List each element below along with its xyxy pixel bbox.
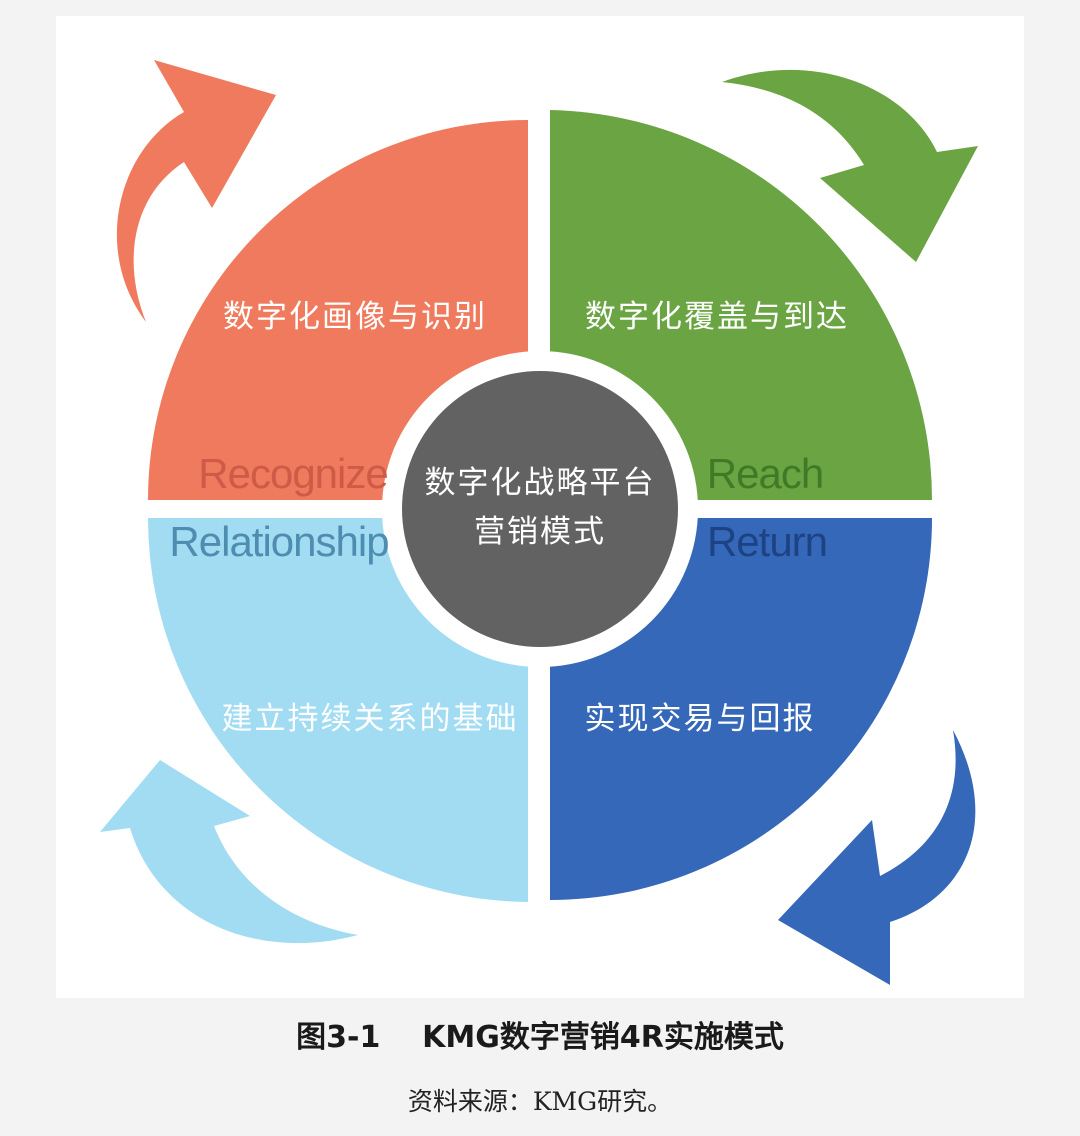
center-title-line2: 营销模式 <box>474 514 606 550</box>
figure-caption: 图3-1 KMG数字营销4R实施模式 <box>296 1020 784 1055</box>
relationship-word: Relationship <box>169 518 388 565</box>
figure-source: 资料来源：KMG研究。 <box>407 1087 673 1116</box>
relationship-label: 建立持续关系的基础 <box>222 701 519 737</box>
return-label: 实现交易与回报 <box>585 701 816 737</box>
curved-arrow-icon <box>100 760 358 944</box>
diagram-4r: 数字化画像与识别 数字化覆盖与到达 建立持续关系的基础 实现交易与回报 Reco… <box>100 60 978 985</box>
recognize-label: 数字化画像与识别 <box>223 299 487 335</box>
recognize-word: Recognize <box>198 450 387 497</box>
curved-arrow-icon <box>722 69 978 262</box>
curved-arrow-icon <box>778 730 976 985</box>
center-title-line1: 数字化战略平台 <box>425 465 656 501</box>
return-word: Return <box>707 518 827 565</box>
curved-arrow-icon <box>116 60 276 322</box>
center-circle <box>402 371 678 647</box>
reach-label: 数字化覆盖与到达 <box>585 299 849 335</box>
reach-word: Reach <box>707 450 823 497</box>
